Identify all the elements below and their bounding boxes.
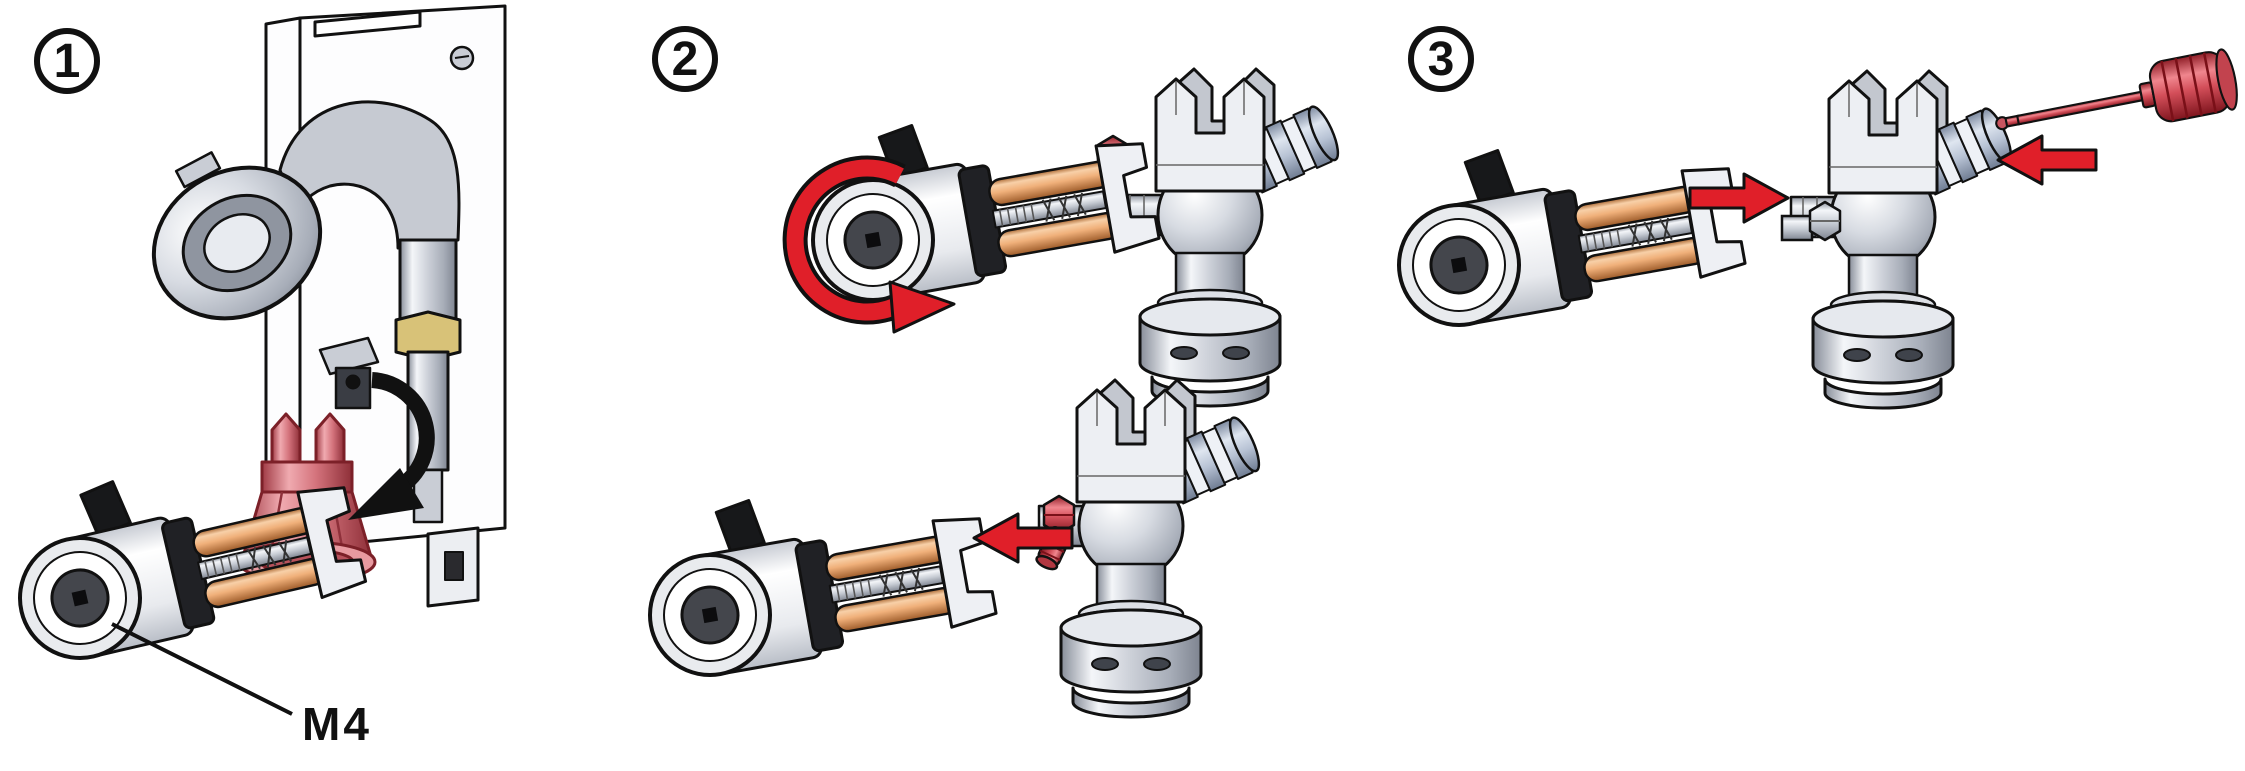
step-number: 1 <box>53 34 81 88</box>
screw-size-label: M4 <box>302 698 372 750</box>
adapter-nut <box>1780 200 1842 242</box>
step-number: 3 <box>1427 32 1455 86</box>
rotation-arrow-red <box>782 155 956 334</box>
step-3-number-badge: 3 <box>1408 26 1474 92</box>
step-3-illustration <box>1380 46 2243 410</box>
step-2-remove <box>630 378 1267 719</box>
step-2-unscrew <box>782 67 1346 408</box>
red-plug-tool <box>1989 46 2243 156</box>
step-1-illustration: M4 <box>0 4 507 750</box>
step-number: 2 <box>671 32 699 86</box>
rotation-arrow-black <box>348 372 435 520</box>
step-1-number-badge: 1 <box>34 28 100 94</box>
actuator-assembly <box>630 459 1001 687</box>
brass-hex-nut <box>394 310 462 362</box>
actuator-assembly <box>793 84 1164 312</box>
step-3-refit <box>1380 46 2243 410</box>
insert-arrow-red <box>1996 134 2098 186</box>
leader-line <box>111 622 293 716</box>
valve-linkage <box>318 336 380 410</box>
step-2-number-badge: 2 <box>652 26 718 92</box>
actuator-assembly <box>1380 109 1750 337</box>
step-2-illustration <box>630 67 1346 719</box>
